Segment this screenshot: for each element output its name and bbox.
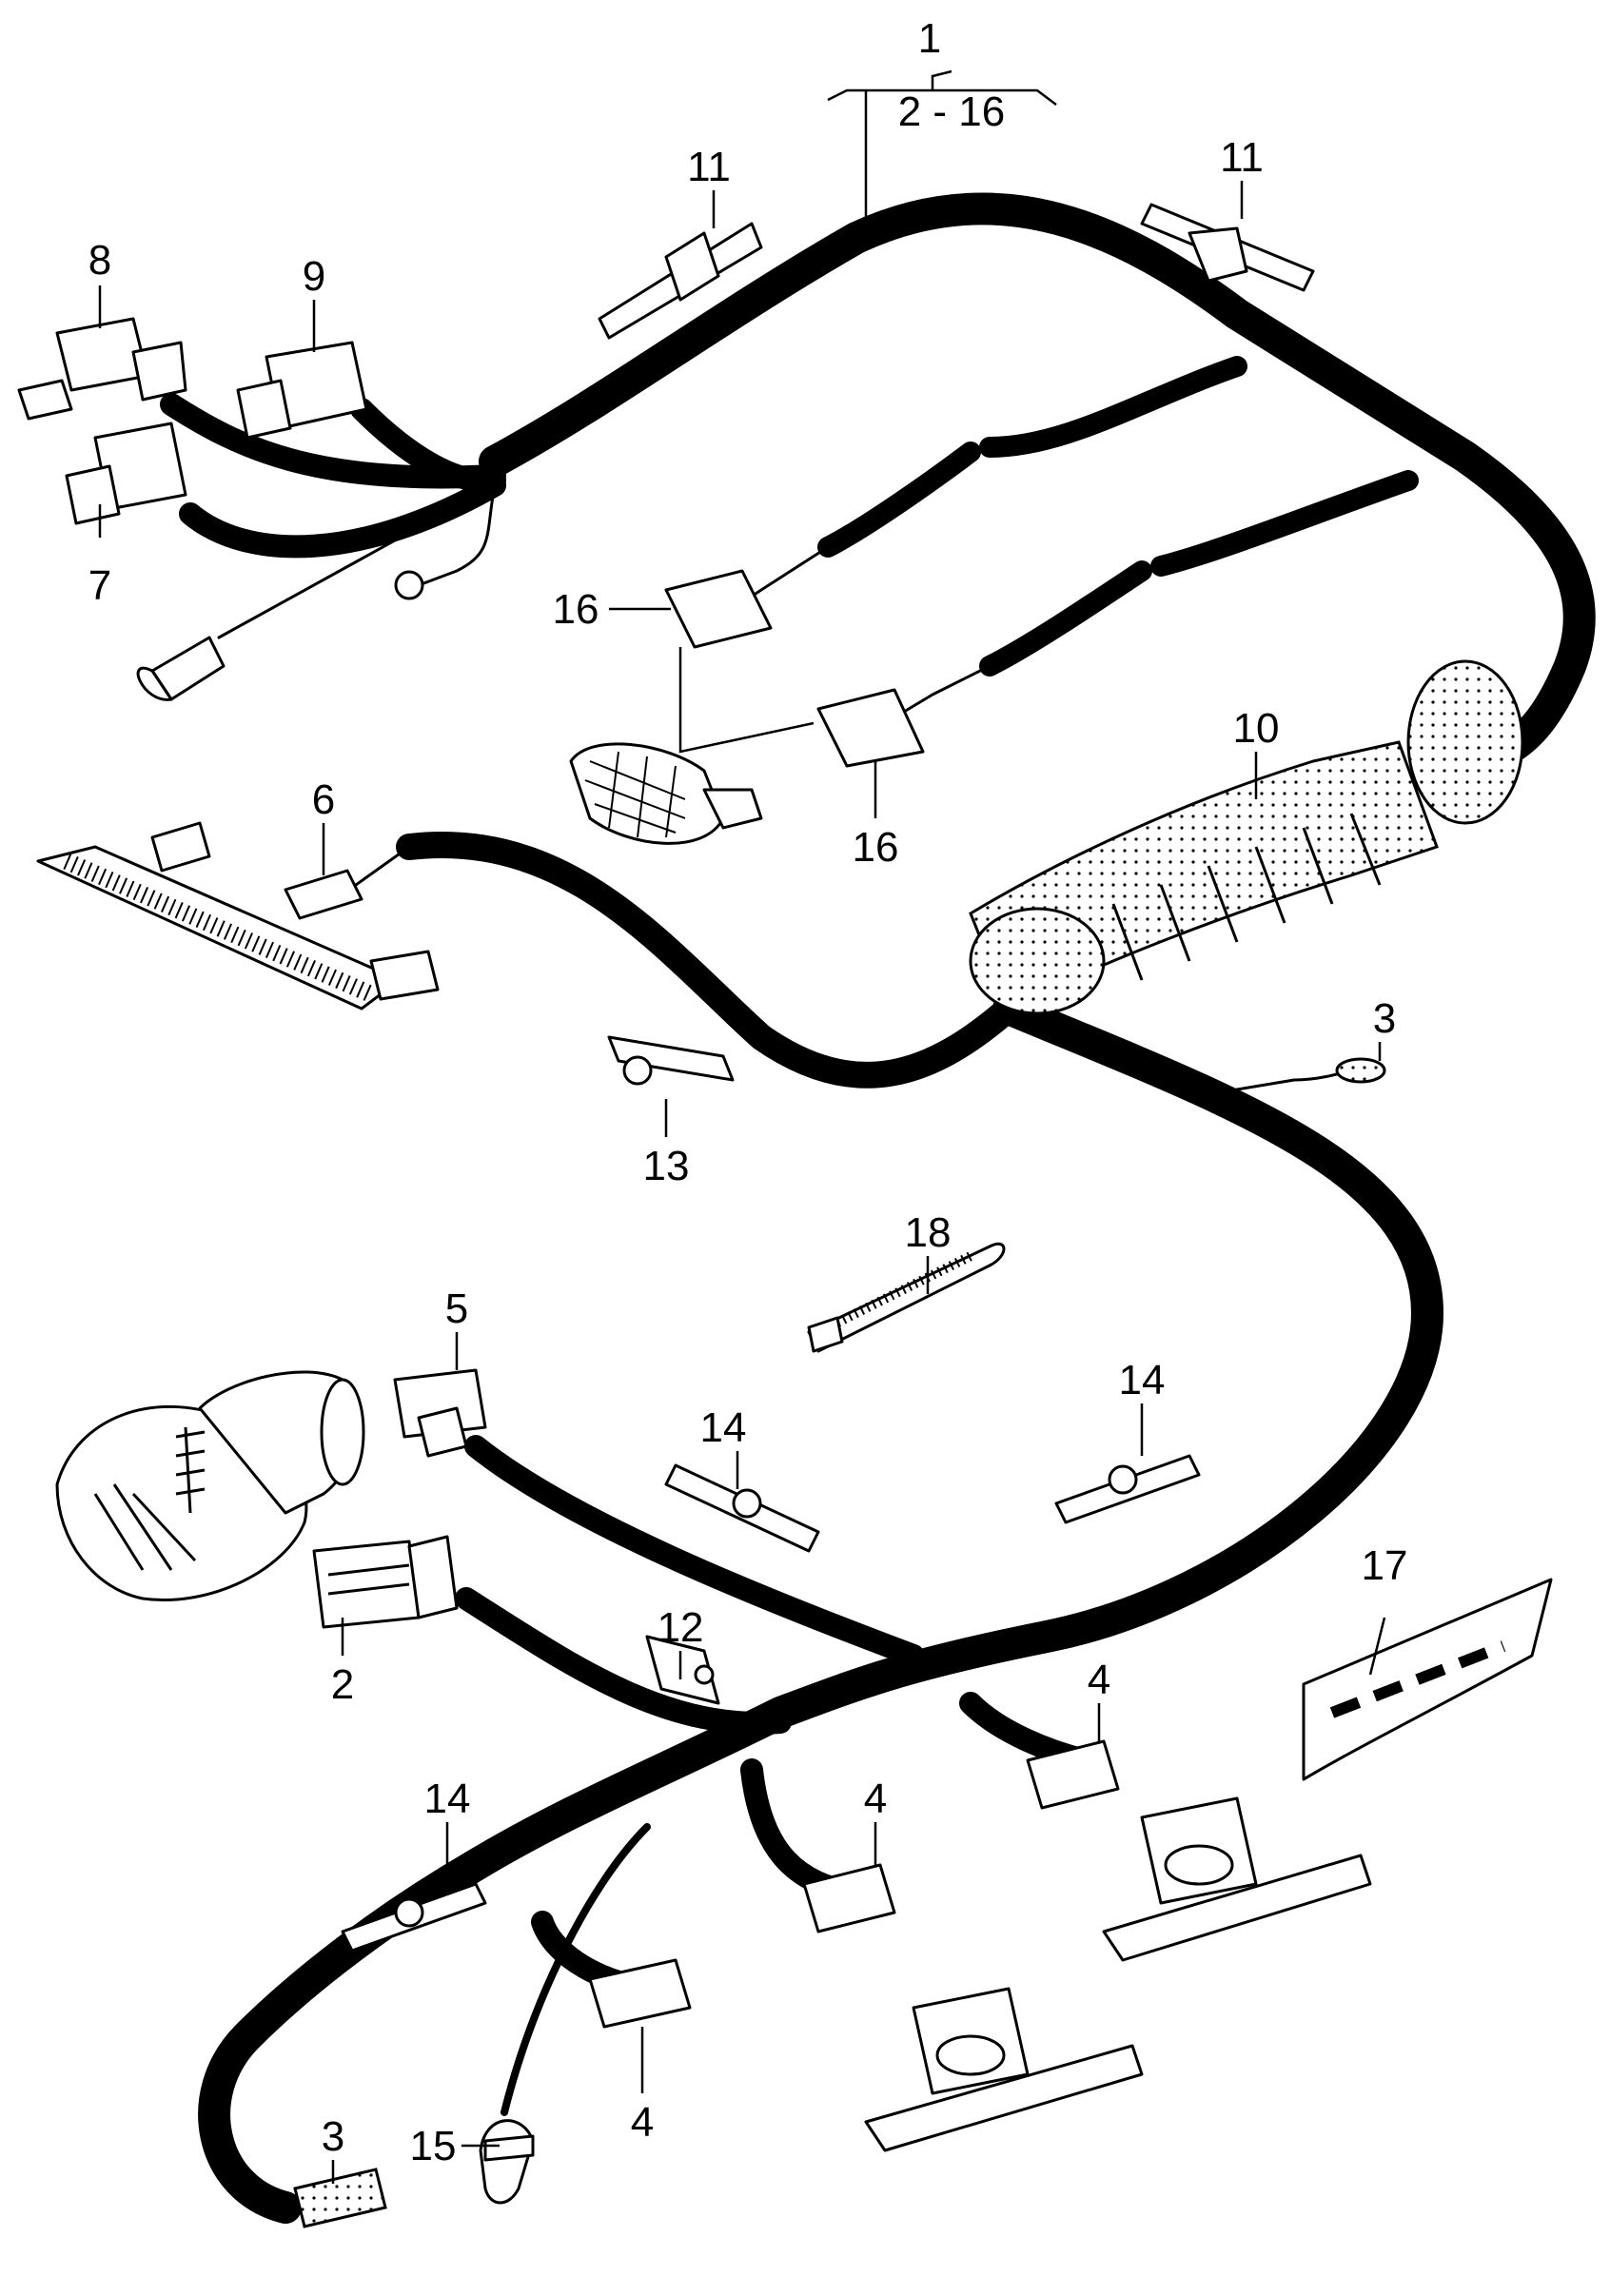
connector-part-9 [236, 341, 368, 440]
sensor-tip-upper [136, 636, 226, 701]
clip-part-14-right [1054, 1454, 1201, 1524]
sensor-part-15 [479, 2119, 535, 2205]
callout-12: 12 [658, 1604, 704, 1651]
callout-2: 2 [331, 1661, 354, 1708]
lock-plate-right [1102, 1796, 1372, 1962]
callout-6: 6 [312, 776, 335, 823]
clip-part-11-right [1140, 203, 1315, 292]
motor-assembly [55, 1370, 365, 1601]
connector-part-7 [65, 422, 187, 525]
clip-part-13-sensor [1335, 1057, 1386, 1084]
harness-to-rear-light [341, 832, 1022, 1089]
connector-part-4-low [588, 1958, 692, 2029]
branch-cables-to-connector-16 [702, 356, 1419, 725]
connector-part-16-bottom [816, 688, 925, 768]
callout-10: 10 [1233, 705, 1280, 752]
callout-3-bottom: 3 [322, 2113, 344, 2160]
callout-numbers: 1 2 - 16 11 11 8 9 7 16 16 10 6 13 3 18 … [88, 15, 1408, 2169]
grommet-part-10 [969, 659, 1524, 1015]
callout-16-top: 16 [553, 586, 599, 633]
clip-part-13 [607, 1035, 735, 1086]
callout-4-low: 4 [631, 2099, 654, 2146]
main-label: 1 [918, 15, 941, 62]
callout-4-mid: 4 [864, 1776, 887, 1822]
callout-13: 13 [643, 1143, 690, 1189]
main-label-range: 2 - 16 [898, 88, 1006, 135]
callout-5: 5 [445, 1285, 468, 1332]
clip-part-14-left [341, 1882, 487, 1953]
connector-part-5 [393, 1368, 487, 1458]
callout-11-left: 11 [687, 144, 731, 190]
connector-part-16-top [664, 569, 773, 649]
clip-part-11-left [598, 222, 763, 340]
connector-part-2 [312, 1535, 459, 1629]
tab-part-12 [645, 1635, 720, 1705]
lock-plate-left [864, 1987, 1144, 2152]
callout-9: 9 [303, 253, 325, 300]
connector-part-4-right [1026, 1739, 1120, 1810]
callout-3-top: 3 [1373, 995, 1396, 1042]
connector-part-4-mid [802, 1863, 896, 1933]
callout-14-mid: 14 [700, 1404, 747, 1451]
callout-4-right: 4 [1088, 1657, 1110, 1703]
callout-8: 8 [88, 237, 111, 284]
connector-part-8 [17, 317, 187, 421]
main-harness-lower-loop [198, 992, 1443, 2224]
callout-14-left: 14 [424, 1776, 471, 1822]
rear-light-bar [36, 821, 440, 1011]
main-harness-upper-loop [479, 192, 1596, 768]
connector-part-3-bottom [293, 2168, 387, 2228]
callout-15: 15 [410, 2123, 457, 2169]
ring-terminal [394, 570, 424, 600]
connector-cables-left [160, 393, 506, 639]
socket-connector [569, 742, 763, 845]
callout-14-right: 14 [1119, 1357, 1166, 1403]
callout-17: 17 [1362, 1542, 1408, 1589]
clip-part-14-mid [664, 1463, 820, 1553]
callout-18: 18 [905, 1209, 952, 1256]
callout-16-bottom: 16 [853, 824, 899, 871]
callout-11-right: 11 [1220, 134, 1264, 181]
callout-leader-lines [98, 69, 1386, 2184]
connector-part-6 [284, 869, 363, 920]
cable-tie-part-18 [807, 1242, 1006, 1353]
callout-7: 7 [88, 562, 111, 609]
cover-strip-part-17 [1302, 1578, 1553, 1781]
